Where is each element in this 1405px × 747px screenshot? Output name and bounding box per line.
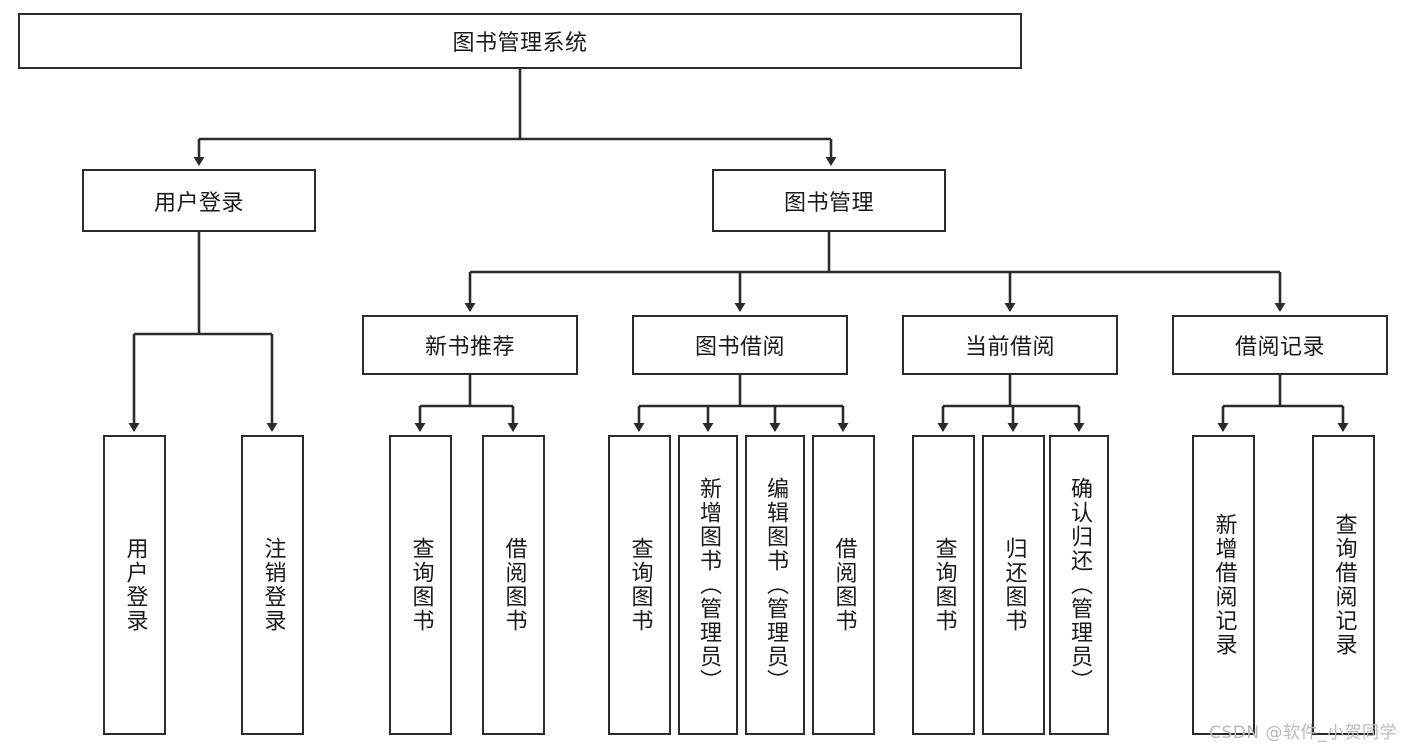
node-label: 图书管理 [783, 190, 874, 216]
node-label: 确认归还（管理员） [1066, 477, 1092, 693]
node-label: 借阅图书 [831, 537, 857, 633]
node-label: 图书借阅 [694, 335, 785, 360]
node-label: 归还图书 [1001, 537, 1027, 633]
node-query-book-2[interactable]: 查询图书 [608, 435, 671, 735]
node-label: 新书推荐 [424, 335, 515, 360]
node-label: 新增图书（管理员） [695, 477, 721, 693]
node-label: 借阅图书 [501, 537, 527, 633]
node-label: 借阅记录 [1234, 335, 1325, 360]
node-query-borrow-record[interactable]: 查询借阅记录 [1312, 435, 1375, 735]
node-label: 查询图书 [931, 537, 957, 633]
node-new-book-recommend[interactable]: 新书推荐 [362, 315, 578, 375]
node-borrow-book-1[interactable]: 借阅图书 [482, 435, 545, 735]
node-return-book[interactable]: 归还图书 [982, 435, 1045, 735]
node-add-borrow-record[interactable]: 新增借阅记录 [1192, 435, 1255, 735]
node-borrow-book-2[interactable]: 借阅图书 [812, 435, 875, 735]
node-label: 图书管理系统 [452, 31, 588, 56]
node-book-borrow[interactable]: 图书借阅 [632, 315, 848, 375]
node-user-login-do[interactable]: 用户登录 [103, 435, 166, 735]
node-user-login[interactable]: 用户登录 [82, 169, 316, 232]
node-label: 用户登录 [122, 537, 148, 633]
node-edit-book-admin[interactable]: 编辑图书（管理员） [745, 435, 805, 735]
node-label: 新增借阅记录 [1211, 513, 1237, 657]
node-root-system[interactable]: 图书管理系统 [18, 13, 1022, 69]
node-label: 查询借阅记录 [1331, 513, 1357, 657]
node-borrow-record[interactable]: 借阅记录 [1172, 315, 1388, 375]
node-book-manage[interactable]: 图书管理 [712, 169, 946, 232]
node-confirm-return-admin[interactable]: 确认归还（管理员） [1049, 435, 1109, 735]
node-add-book-admin[interactable]: 新增图书（管理员） [678, 435, 738, 735]
node-label: 查询图书 [627, 537, 653, 633]
node-label: 用户登录 [153, 190, 244, 216]
node-label: 查询图书 [408, 537, 434, 633]
node-query-book-1[interactable]: 查询图书 [389, 435, 452, 735]
node-label: 注销登录 [260, 537, 286, 633]
node-label: 编辑图书（管理员） [762, 477, 788, 693]
node-user-logout[interactable]: 注销登录 [241, 435, 304, 735]
node-query-book-3[interactable]: 查询图书 [912, 435, 975, 735]
node-label: 当前借阅 [964, 335, 1055, 360]
node-current-borrow[interactable]: 当前借阅 [902, 315, 1118, 375]
